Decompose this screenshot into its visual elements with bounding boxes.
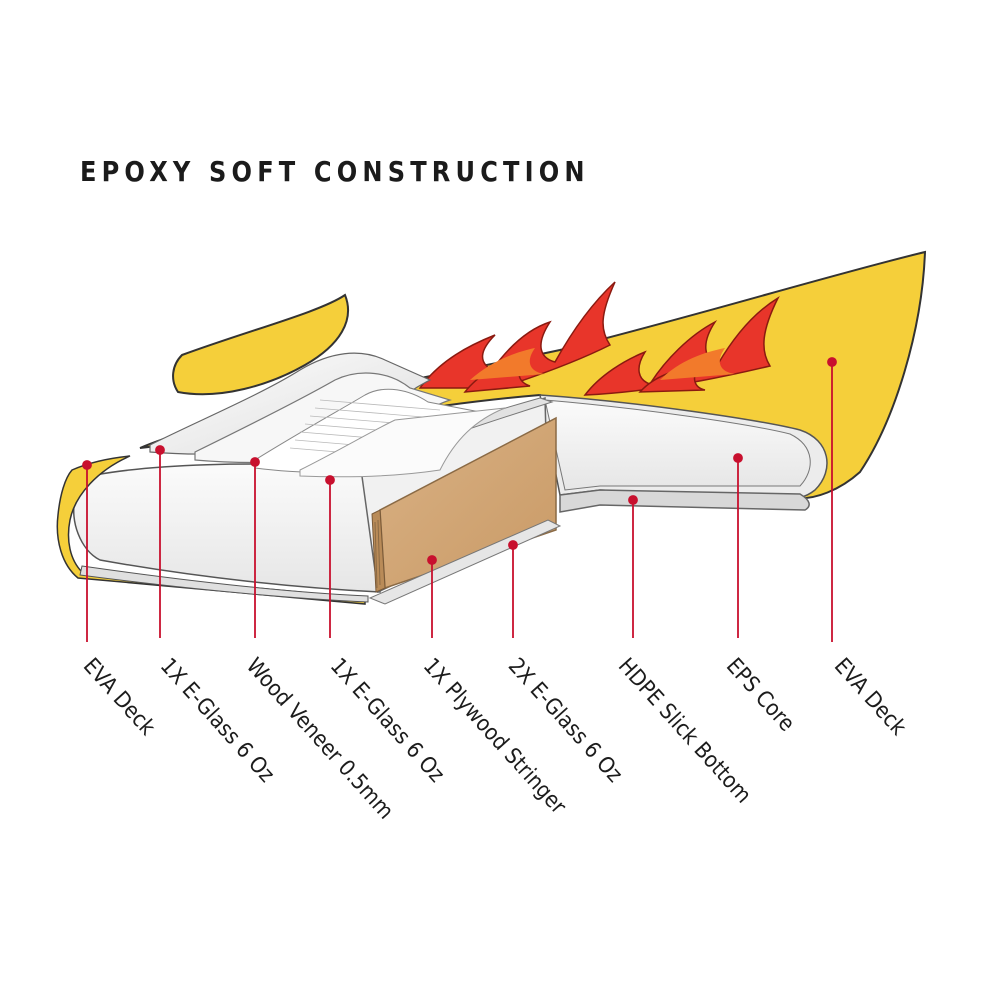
diagram-title: EPOXY SOFT CONSTRUCTION	[80, 155, 590, 188]
hdpe-bottom-sheet	[559, 489, 810, 513]
left-rail-wrap	[56, 455, 366, 605]
plywood-stringer	[371, 416, 557, 593]
peeled-laminate-sheets	[149, 352, 506, 478]
leader-lines	[82, 357, 837, 642]
flame-inner-highlights	[470, 348, 735, 380]
eps-core-right	[544, 399, 811, 491]
peeled-deck-flap	[172, 293, 350, 396]
